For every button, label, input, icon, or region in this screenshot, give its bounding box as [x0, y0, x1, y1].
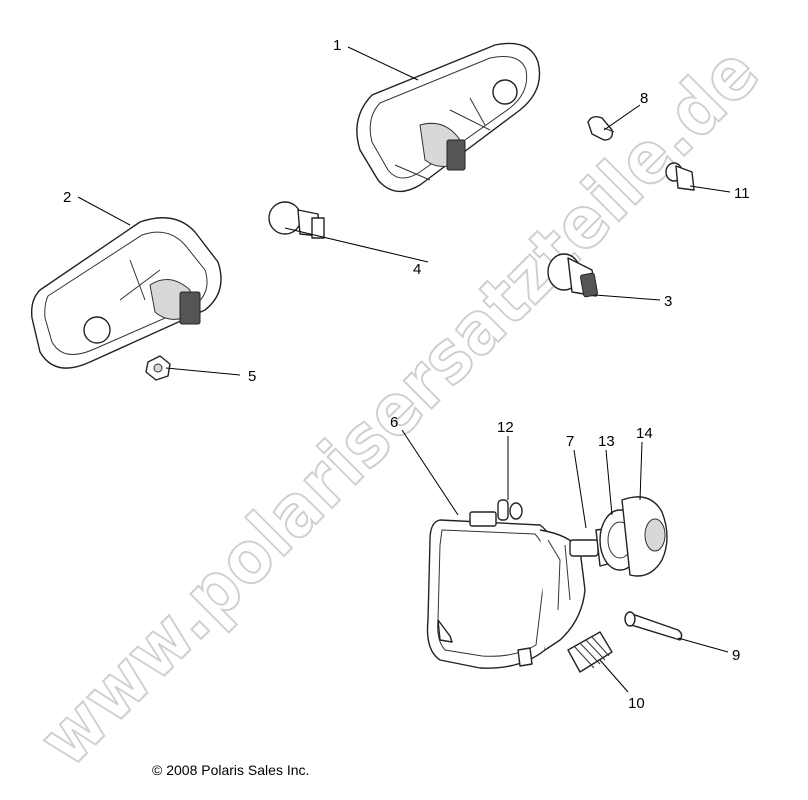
callout-5: 5: [248, 368, 256, 385]
callout-7: 7: [566, 433, 574, 450]
pivot-pin: [624, 611, 683, 641]
dust-cover: [621, 496, 668, 577]
callout-14: 14: [636, 425, 653, 442]
wedge-bulb: [268, 201, 325, 239]
callout-2: 2: [63, 189, 71, 206]
callout-4: 4: [413, 261, 421, 278]
callout-10: 10: [628, 695, 645, 712]
bulb-socket: [547, 253, 598, 298]
callout-8: 8: [640, 90, 648, 107]
callout-6: 6: [390, 414, 398, 431]
position-bulb: [497, 499, 523, 521]
copyright-notice: © 2008 Polaris Sales Inc.: [152, 762, 310, 778]
small-bulb: [587, 115, 615, 141]
headlight-assembly: [426, 511, 586, 669]
callout-13: 13: [598, 433, 615, 450]
callout-3: 3: [664, 293, 672, 310]
callout-labels: 1 2 3 4 5 6 7 8 9 10 11 12 13 14: [63, 37, 750, 712]
callout-1: 1: [333, 37, 341, 54]
leader-lines: [77, 46, 731, 693]
callout-9: 9: [732, 647, 740, 664]
callout-11: 11: [734, 185, 750, 202]
tail-lamp-housing-right: [356, 42, 541, 193]
callout-12: 12: [497, 419, 514, 436]
small-socket: [665, 162, 695, 191]
adjuster-spring: [567, 631, 613, 673]
tail-lamp-housing-left: [30, 217, 222, 369]
hex-nut: [145, 355, 171, 381]
